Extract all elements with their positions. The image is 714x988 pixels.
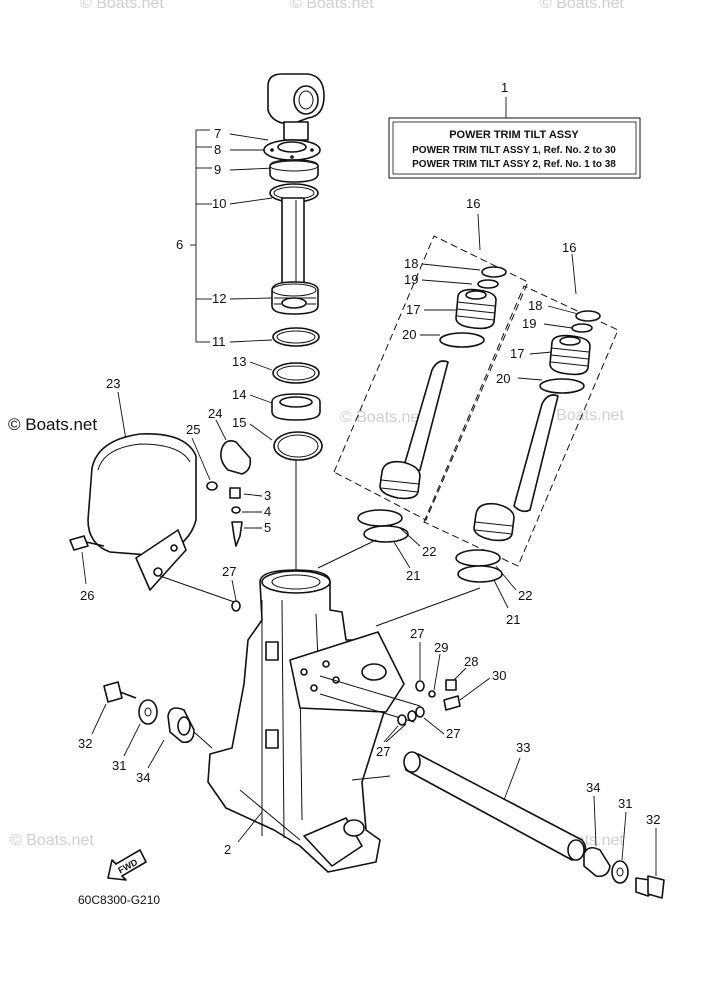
callout-34a: 34 [136,770,150,785]
callout-21b: 21 [506,612,520,627]
callout-20a: 20 [402,327,416,342]
callout-17b: 17 [510,346,524,361]
callout-18b: 18 [528,298,542,313]
callout-11: 11 [212,334,226,349]
assembly-line-1: POWER TRIM TILT ASSY 1, Ref. No. 2 to 30 [412,145,616,156]
cover-and-pins: 23 24 25 3 4 5 26 27 [69,376,271,612]
watermark: © Boats.net [10,832,94,849]
callout-18a: 18 [404,256,418,271]
callout-33: 33 [516,740,530,755]
callout-27c: 27 [376,744,390,759]
callout-19b: 19 [522,316,536,331]
fwd-arrow-icon: FWD [107,849,147,881]
callout-4: 4 [264,504,271,519]
callout-17a: 17 [406,302,420,317]
callout-27a: 27 [222,564,236,579]
callout-34b: 34 [586,780,600,795]
gaskets-21-22: 22 21 22 21 [317,509,532,627]
watermark: © Boats.net [540,0,624,12]
assembly-legend-box: 1 POWER TRIM TILT ASSY POWER TRIM TILT A… [388,80,641,179]
callout-31a: 31 [112,758,126,773]
callout-27d: 27 [446,726,460,741]
shaft-33: 33 [351,740,587,861]
callout-31b: 31 [618,796,632,811]
valve-parts: 27 29 28 30 27 27 [319,626,506,759]
callout-22a: 22 [422,544,436,559]
watermark: © Boats.net [340,409,424,426]
callout-19a: 19 [404,272,418,287]
callout-22b: 22 [518,588,532,603]
callout-27b: 27 [410,626,424,641]
callout-15: 15 [232,415,246,430]
left-hardware: 32 31 34 [78,681,213,785]
callout-13: 13 [232,354,246,369]
tilt-rod-assembly: 7 8 9 10 6 12 11 [176,73,325,349]
callout-7: 7 [214,126,221,141]
trim-cylinder-1: 16 18 19 17 20 [333,196,529,521]
callout-14: 14 [232,387,246,402]
callout-29: 29 [434,640,448,655]
main-body-2: 2 [207,569,405,873]
seal-stack: 13 14 15 [232,354,323,461]
assembly-title: POWER TRIM TILT ASSY [449,129,579,141]
callout-6: 6 [176,237,183,252]
callout-20b: 20 [496,371,510,386]
callout-32b: 32 [646,812,660,827]
callout-32a: 32 [78,736,92,751]
callout-12: 12 [212,291,226,306]
watermark-main: © Boats.net [8,415,97,434]
callout-5: 5 [264,520,271,535]
diagram-code: 60C8300-G210 [78,893,160,907]
callout-16a: 16 [466,196,480,211]
callout-24: 24 [208,406,222,421]
callout-28: 28 [464,654,478,669]
callout-10: 10 [212,196,226,211]
callout-3: 3 [264,488,271,503]
callout-9: 9 [214,162,221,177]
trim-cylinder-2: 16 18 19 17 20 [423,240,619,567]
callout-21a: 21 [406,568,420,583]
callout-30: 30 [492,668,506,683]
right-hardware: 34 31 32 [583,780,665,899]
callout-8: 8 [214,142,221,157]
callout-26: 26 [80,588,94,603]
callout-16b: 16 [562,240,576,255]
callout-23: 23 [106,376,120,391]
watermark: © Boats.net [80,0,164,12]
watermark: © Boats.net [290,0,374,12]
callout-1: 1 [501,80,508,95]
assembly-line-2: POWER TRIM TILT ASSY 2, Ref. No. 1 to 38 [412,159,616,170]
callout-25: 25 [186,422,200,437]
callout-2: 2 [224,842,231,857]
